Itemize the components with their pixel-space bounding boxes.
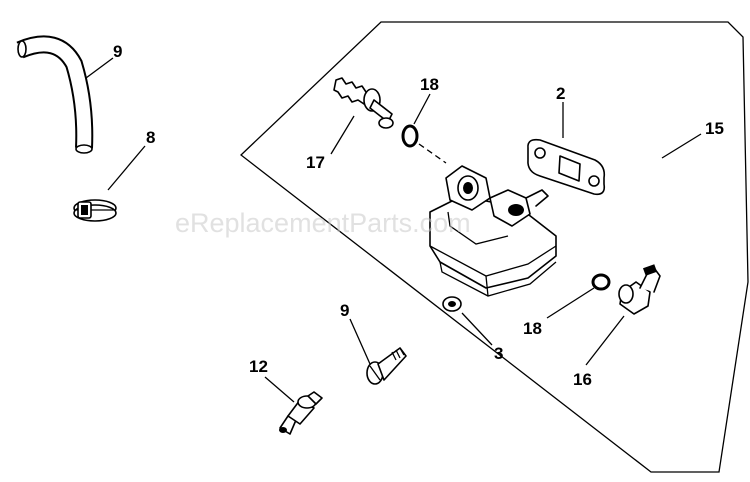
- callout-18-lower: 18: [523, 319, 542, 338]
- bolt-part: [366, 347, 407, 385]
- leader-3: [461, 312, 493, 346]
- washer-part: [442, 296, 462, 312]
- assembly-boundary-outline: [240, 21, 749, 473]
- leader-18-lower: [546, 287, 595, 319]
- callout-17: 17: [306, 153, 325, 172]
- leader-18-upper: [413, 93, 431, 125]
- o-ring-lower-part: [591, 273, 611, 291]
- strainer-part: [279, 391, 323, 435]
- leader-9-upper: [85, 57, 114, 79]
- callout-15: 15: [705, 119, 724, 138]
- hose-clamp-part: [73, 199, 117, 222]
- callout-16: 16: [573, 370, 592, 389]
- fuel-pump-body: [429, 165, 557, 297]
- alignment-dash-line: [418, 143, 447, 164]
- callout-18-upper: 18: [420, 75, 439, 94]
- callout-12: 12: [249, 357, 268, 376]
- callout-2: 2: [556, 84, 565, 103]
- leader-8: [107, 145, 146, 191]
- leader-16: [585, 315, 625, 366]
- watermark-text: eReplacementParts.com: [175, 208, 471, 238]
- leader-12: [264, 376, 295, 403]
- gasket-part: [527, 138, 606, 196]
- callout-3: 3: [494, 344, 503, 363]
- callout-8: 8: [146, 128, 155, 147]
- leader-9-lower: [349, 318, 371, 365]
- callout-9-upper: 9: [113, 42, 122, 61]
- barbed-fitting-part: [333, 77, 394, 129]
- fuel-hose-part: [16, 35, 94, 154]
- o-ring-upper-part: [401, 124, 419, 148]
- elbow-fitting-part: [618, 264, 661, 315]
- leader-17: [330, 115, 355, 155]
- callout-9-lower: 9: [340, 301, 349, 320]
- leader-15: [661, 133, 702, 159]
